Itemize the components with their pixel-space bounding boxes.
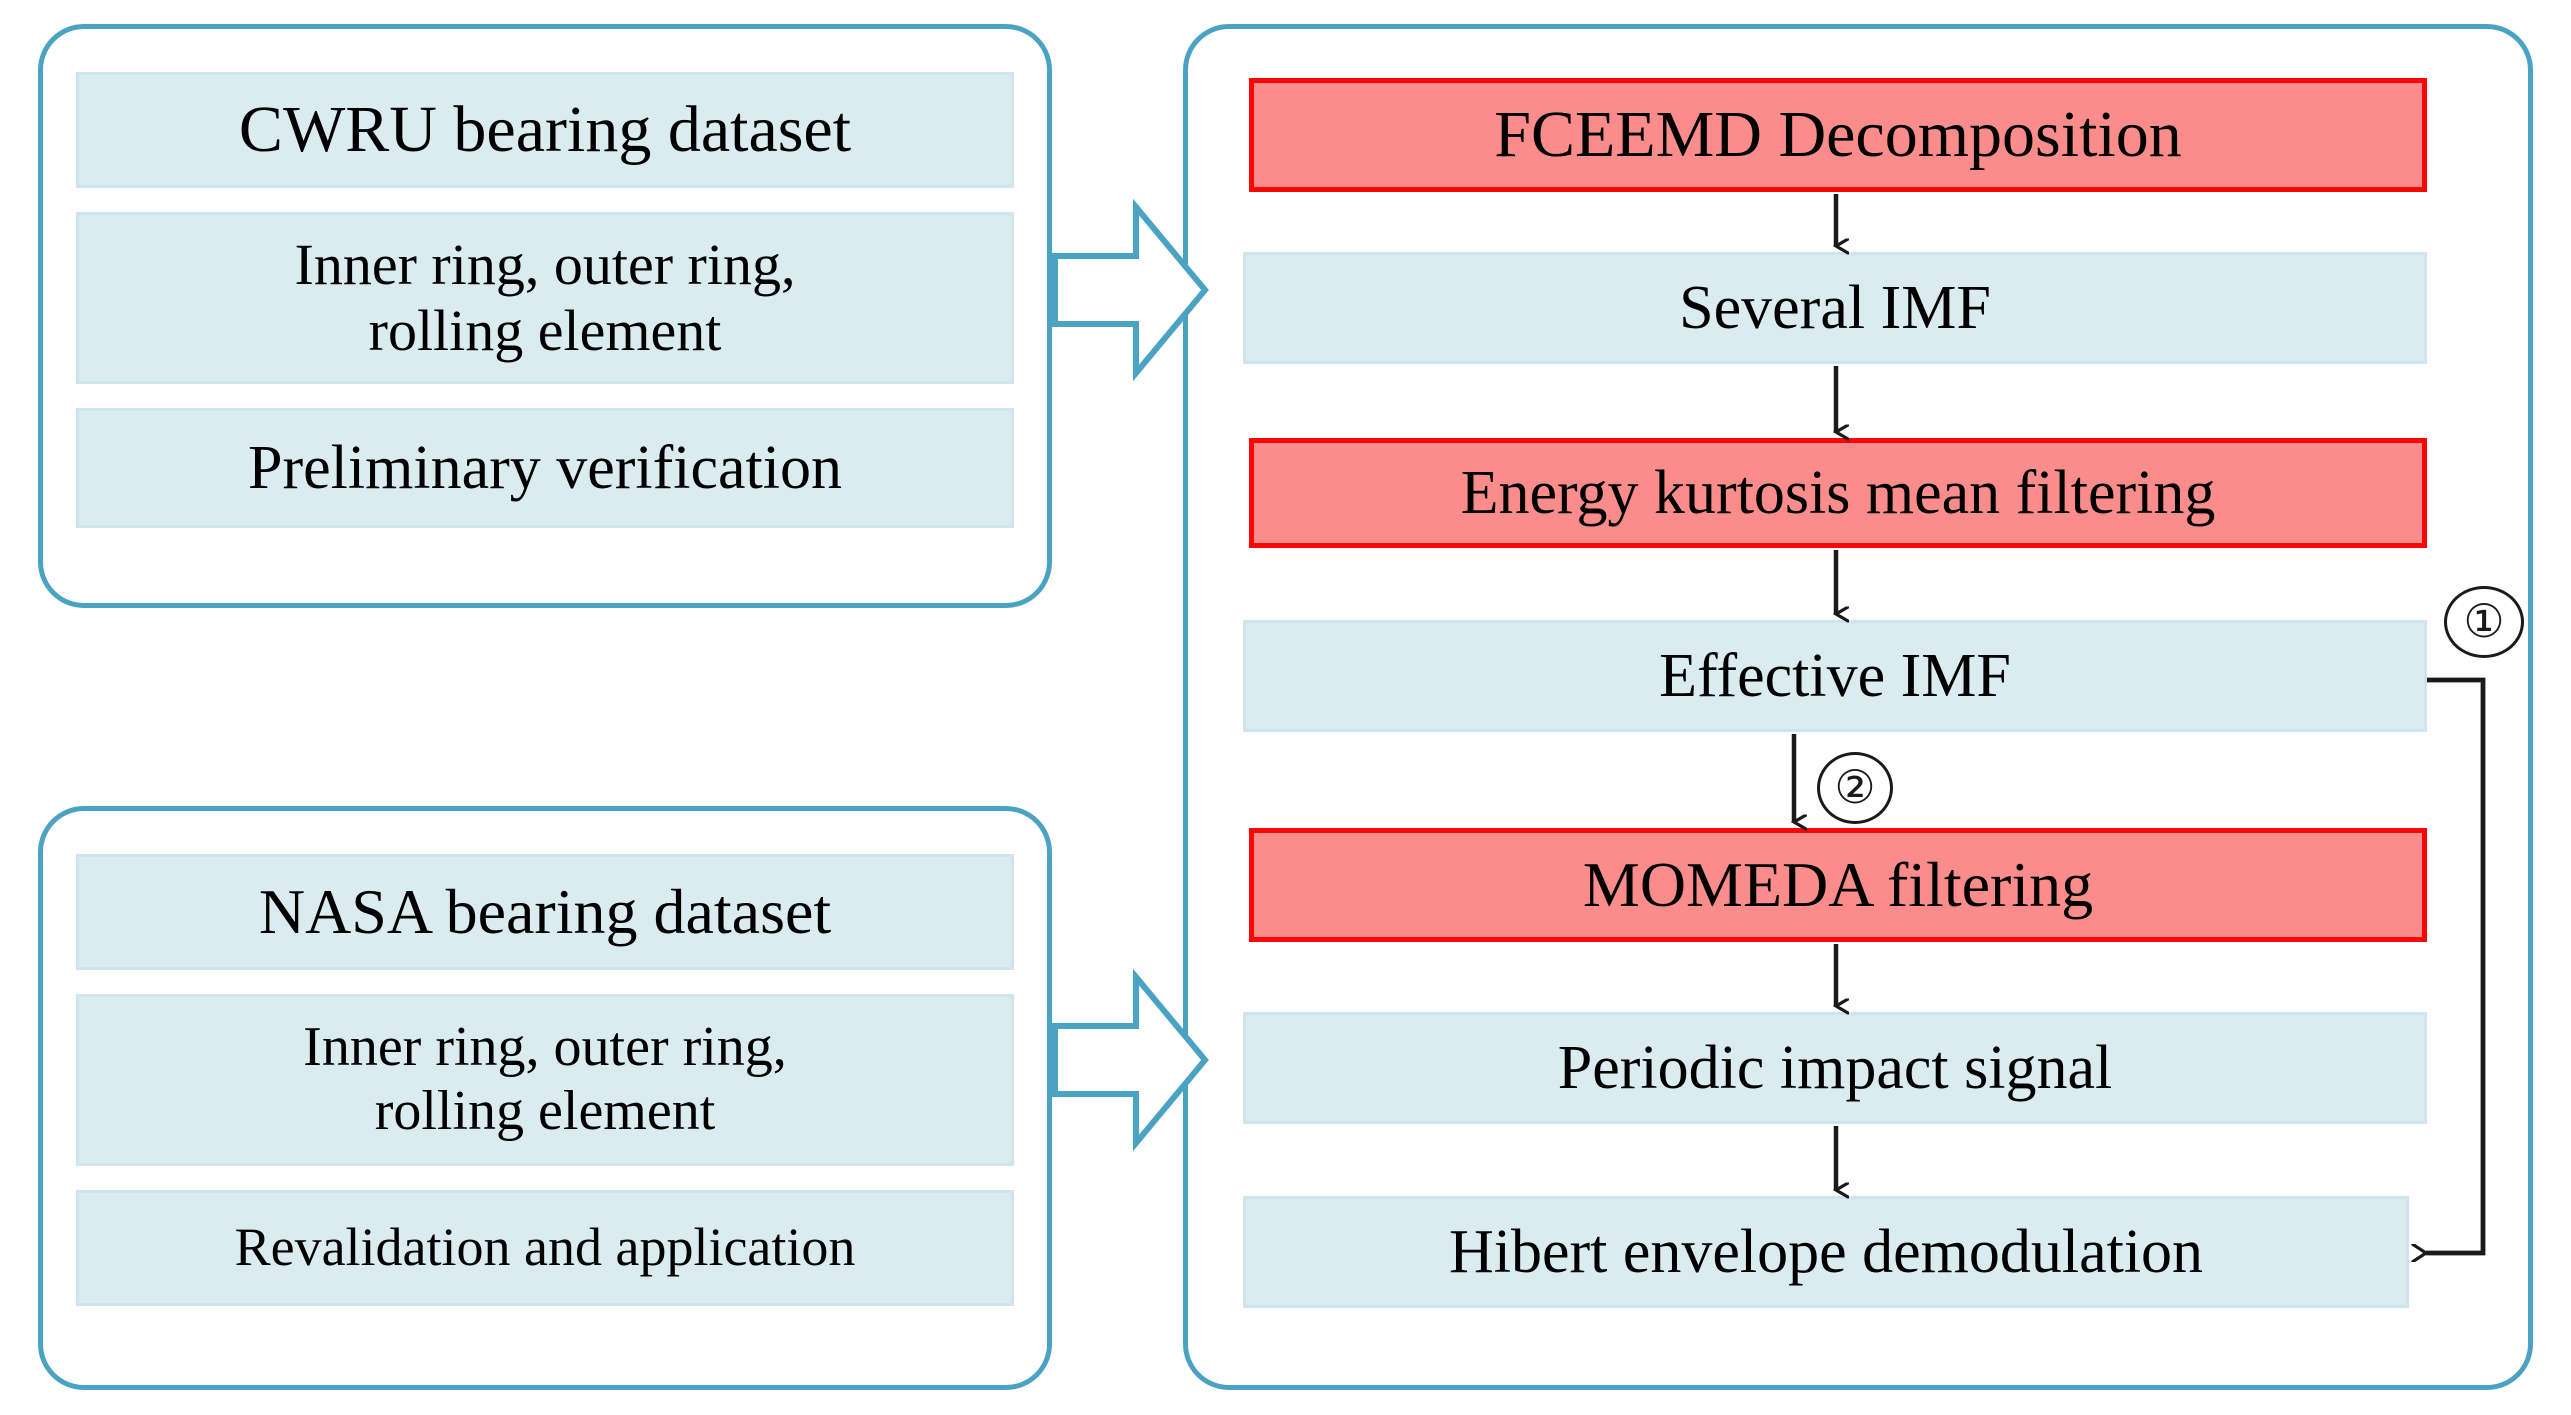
box-hibert-envelope-demodulation[interactable]: Hibert envelope demodulation [1243, 1196, 2409, 1308]
box-cwru-fault-locations[interactable]: Inner ring, outer ring, rolling element [76, 212, 1014, 384]
box-several-imf[interactable]: Several IMF [1243, 252, 2427, 364]
box-nasa-fault-locations[interactable]: Inner ring, outer ring, rolling element [76, 994, 1014, 1166]
box-cwru-bearing-dataset[interactable]: CWRU bearing dataset [76, 72, 1014, 188]
box-preliminary-verification[interactable]: Preliminary verification [76, 408, 1014, 528]
box-energy-kurtosis-mean-filtering[interactable]: Energy kurtosis mean filtering [1249, 438, 2427, 548]
branch-marker-one: ① [2444, 586, 2524, 658]
box-fceemd-decomposition[interactable]: FCEEMD Decomposition [1249, 78, 2427, 192]
box-effective-imf[interactable]: Effective IMF [1243, 620, 2427, 732]
box-revalidation-and-application[interactable]: Revalidation and application [76, 1190, 1014, 1306]
branch-marker-two: ② [1817, 752, 1893, 824]
box-nasa-bearing-dataset[interactable]: NASA bearing dataset [76, 854, 1014, 970]
box-momeda-filtering[interactable]: MOMEDA filtering [1249, 828, 2427, 942]
box-periodic-impact-signal[interactable]: Periodic impact signal [1243, 1012, 2427, 1124]
